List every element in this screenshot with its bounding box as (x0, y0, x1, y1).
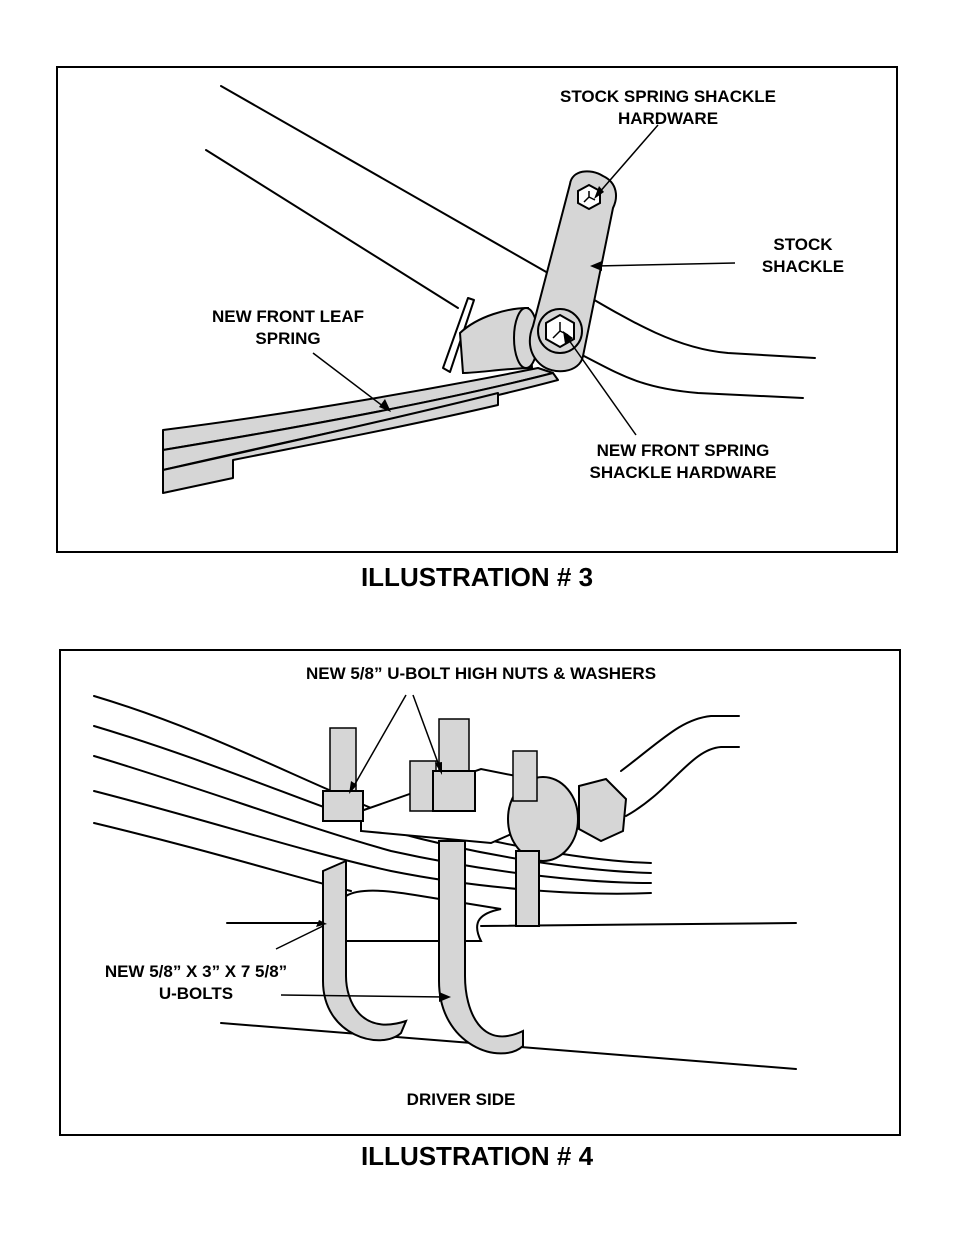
label-u-bolts: NEW 5/8” X 3” X 7 5/8” U-BOLTS (104, 962, 288, 1003)
u-bolt-stud-back-icon (409, 760, 437, 812)
illustration-4-panel: NEW 5/8” U-BOLT HIGH NUTS & WASHERS NEW … (59, 649, 901, 1136)
leader-leaf-spring (312, 352, 389, 411)
leader-u-bolt-center (280, 994, 447, 998)
leader-nut-center (412, 694, 442, 772)
u-bolt-right-leg (515, 850, 540, 927)
illustration-4-caption: ILLUSTRATION # 4 (360, 1141, 594, 1171)
illustration-4-drawing (93, 694, 797, 1070)
u-bolt-center (438, 840, 524, 1055)
spring-hanger-bracket (442, 297, 475, 373)
spring-leaf-3 (93, 755, 652, 884)
spring-leaf-5 (93, 822, 352, 892)
high-nut-left-icon (322, 790, 364, 822)
frame-rail-bottom-line (205, 149, 459, 309)
high-nut-center-icon (432, 770, 476, 812)
leader-new-hardware (565, 335, 637, 436)
tie-rod-top (620, 715, 740, 772)
new-front-leaf-spring (162, 367, 559, 494)
label-driver-side: DRIVER SIDE (406, 1090, 516, 1109)
illustration-3-drawing (162, 85, 816, 494)
label-new-front-leaf-spring: NEW FRONT LEAF SPRING (211, 307, 365, 348)
tie-rod-bottom (625, 746, 740, 817)
axle-saddle (339, 889, 502, 942)
label-stock-shackle: STOCK SHACKLE (761, 235, 845, 276)
u-bolt-stud-right-icon (512, 750, 538, 802)
frame-rail-lower-line (577, 352, 804, 399)
leader-nut-left (350, 694, 407, 792)
leader-stock-shackle (595, 262, 736, 267)
label-stock-spring-shackle-hardware: STOCK SPRING SHACKLE HARDWARE (560, 87, 776, 128)
illustration-3-panel: STOCK SPRING SHACKLE HARDWARE STOCK SHAC… (56, 66, 898, 553)
tie-rod-nut-icon (578, 777, 628, 843)
spring-eye-bushing (458, 306, 534, 375)
label-u-bolt-high-nuts-washers: NEW 5/8” U-BOLT HIGH NUTS & WASHERS (305, 664, 657, 683)
leader-stock-hardware (597, 124, 659, 195)
spring-leaf-4 (93, 790, 652, 895)
label-new-front-spring-shackle-hardware: NEW FRONT SPRING SHACKLE HARDWARE (589, 441, 777, 482)
leader-u-bolt-left (275, 925, 324, 950)
u-bolt-stud-left-icon (329, 727, 357, 799)
illustration-3-caption: ILLUSTRATION # 3 (360, 562, 594, 592)
u-bolt-left (322, 859, 408, 1042)
